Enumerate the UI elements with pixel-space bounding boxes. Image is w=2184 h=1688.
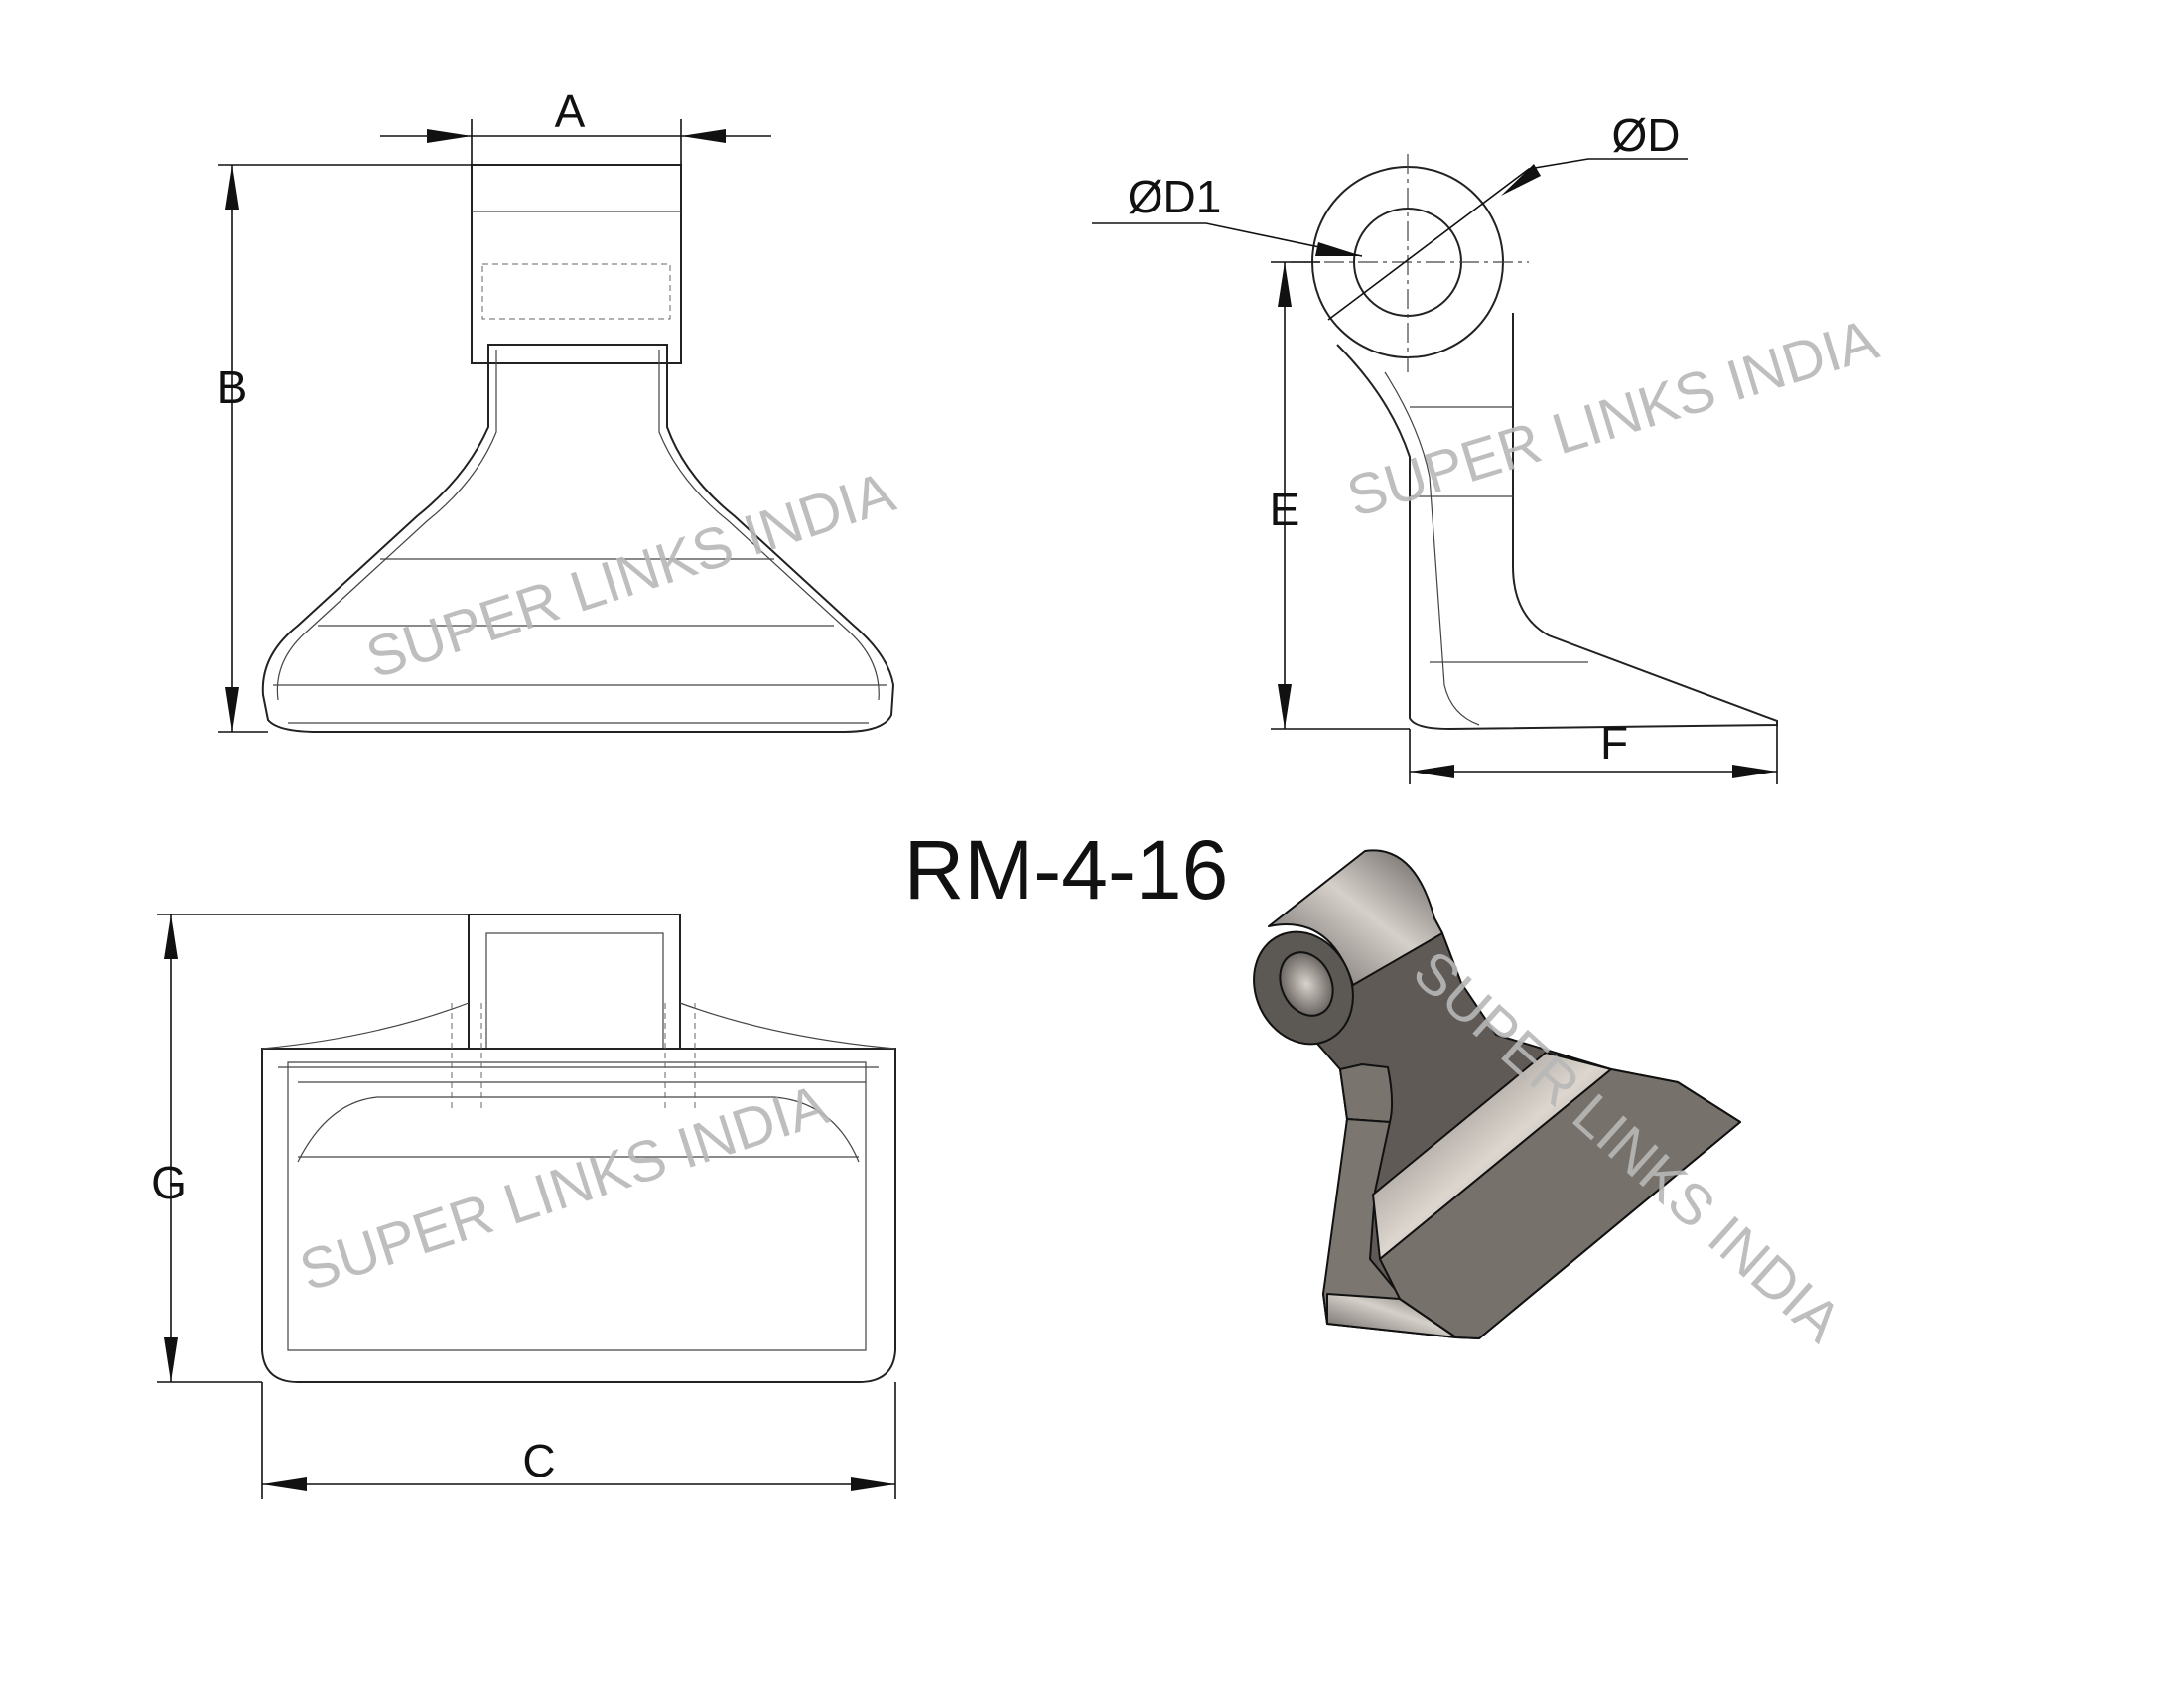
watermark: SUPER LINKS INDIA (1340, 307, 1885, 529)
dimension-label-a: A (555, 85, 586, 137)
blade-face (1379, 1068, 1741, 1339)
watermark: SUPER LINKS INDIA (292, 1072, 836, 1304)
dimension-label-c: C (522, 1435, 555, 1486)
bore-hole (1279, 951, 1334, 1017)
side-view: ØD ØD1 E F SUPER LINKS INDIA (1092, 109, 1885, 784)
dimension-label-d1: ØD1 (1128, 171, 1222, 222)
hub-outline (471, 164, 682, 364)
part-number-title: RM-4-16 (904, 823, 1229, 916)
blade-outline (261, 344, 895, 733)
dimension-label-d: ØD (1612, 109, 1681, 161)
dimension-label-e: E (1270, 484, 1300, 535)
isometric-render: SUPER LINKS INDIA (1253, 849, 1853, 1354)
hub-cylinder (1268, 849, 1443, 986)
bottom-view: G C SUPER LINKS INDIA (151, 914, 896, 1499)
front-view: A B SUPER LINKS INDIA (217, 85, 902, 733)
dimension-label-b: B (217, 361, 248, 413)
dimension-label-g: G (151, 1157, 187, 1208)
side-profile (1336, 313, 1778, 731)
dimension-label-f: F (1600, 717, 1628, 769)
